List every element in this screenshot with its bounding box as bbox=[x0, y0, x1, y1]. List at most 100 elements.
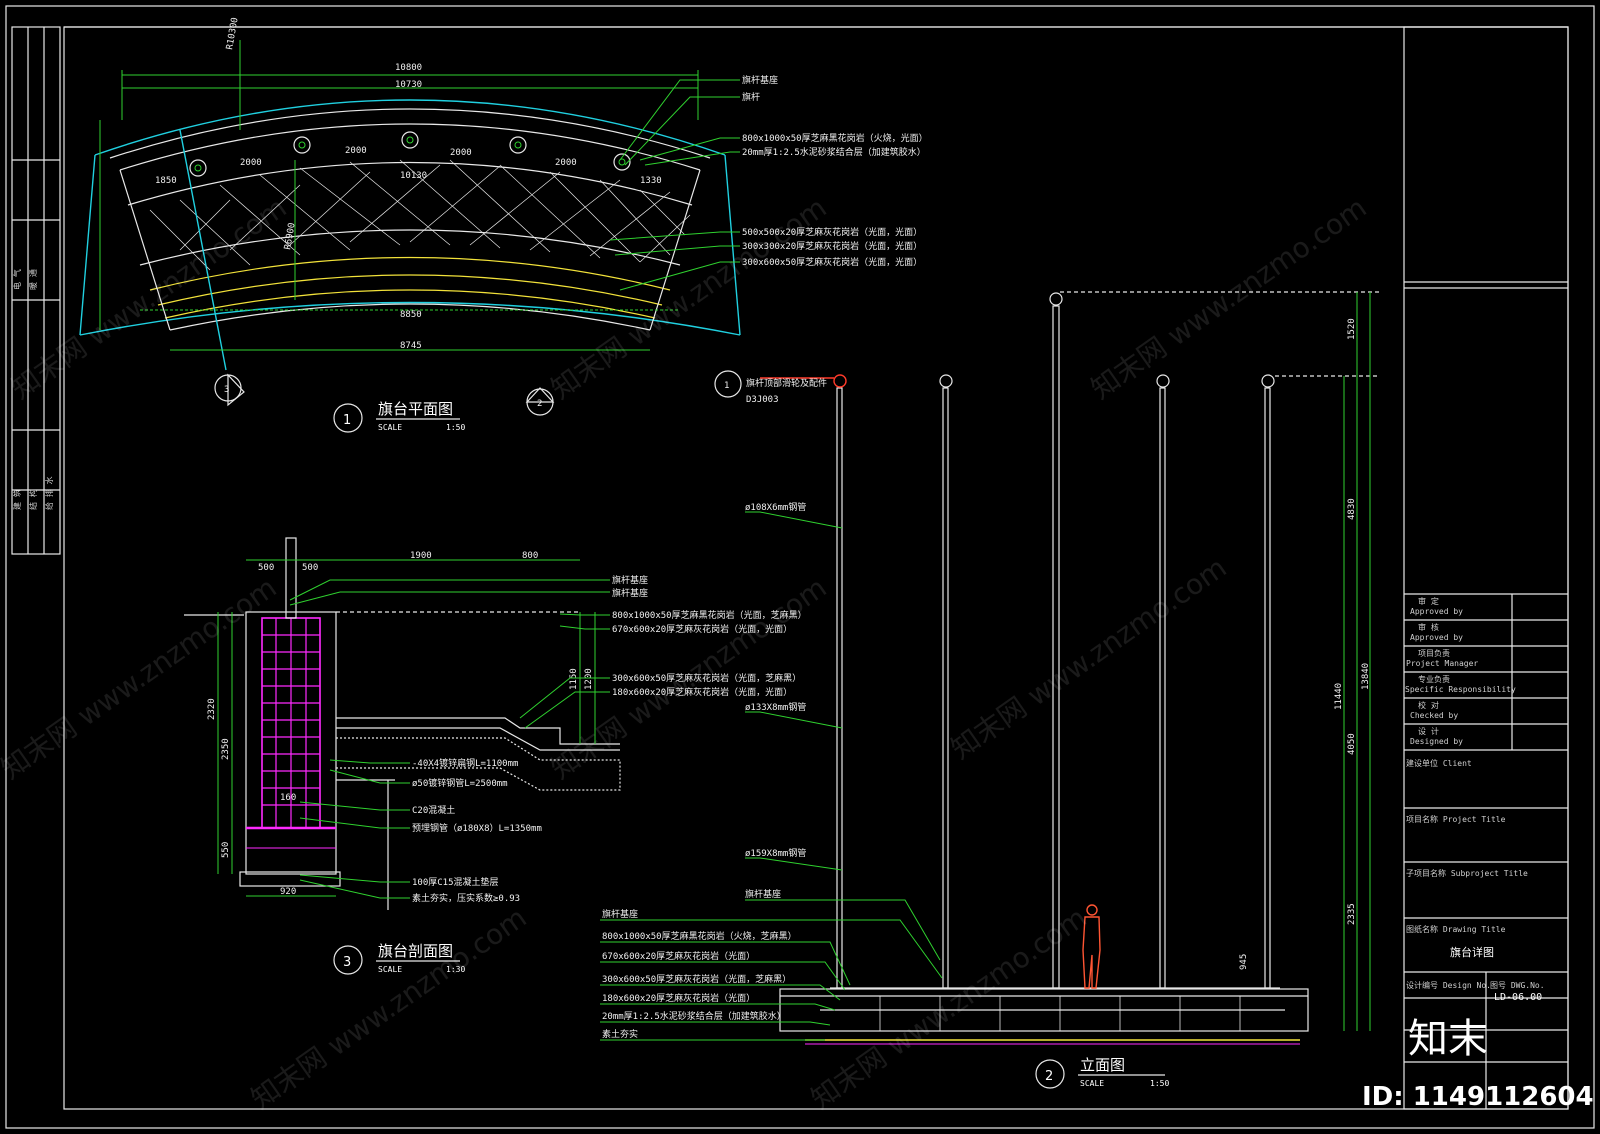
tb-row: Project Manager bbox=[1406, 659, 1478, 668]
callout: 300x600x50厚芝麻灰花岗岩（光面，芝麻黑） bbox=[602, 973, 791, 985]
callout: 100厚C15混凝土垫层 bbox=[412, 876, 499, 888]
left-strip: 建 筑 结 构 给 排 水 电 气 暖 通 bbox=[11, 26, 61, 555]
platform bbox=[779, 988, 1309, 1032]
section-number: 3 bbox=[343, 955, 351, 970]
tb-row: Approved by bbox=[1410, 633, 1463, 642]
dim: 1150 bbox=[569, 668, 579, 690]
tb-row: 项目负责 bbox=[1418, 648, 1450, 658]
pipe-label: ø133X8mm钢管 bbox=[745, 701, 806, 713]
dim: 945 bbox=[1239, 954, 1249, 970]
callout: 300x600x50厚芝麻灰花岗岩（光面，芝麻黑） bbox=[612, 672, 801, 684]
callout: 素土夯实 bbox=[602, 1028, 638, 1040]
left-strip-label: 给 排 水 bbox=[44, 476, 54, 510]
dim: 2320 bbox=[207, 698, 217, 720]
callout: 20mm厚1:2.5水泥砂浆结合层（加建筑胶水） bbox=[602, 1010, 786, 1022]
callout: ø50镀锌钢管L=2500mm bbox=[412, 777, 508, 789]
tb-row: 设 计 bbox=[1418, 726, 1439, 736]
tb-row: 专业负责 bbox=[1418, 674, 1450, 684]
plan-scale-label: SCALE bbox=[378, 423, 402, 432]
callout: 旗杆顶部滑轮及配件 bbox=[746, 377, 827, 389]
callout: 800x1000x50厚芝麻黑花岗岩（火烧，光面） bbox=[742, 132, 928, 144]
watermark-text: 知末网 www.znzmo.com bbox=[545, 191, 832, 406]
dim: 10730 bbox=[395, 80, 422, 90]
outer-border bbox=[5, 5, 1595, 1129]
elevation-view: 1520 4830 11440 13840 4050 2335 945 ø108… bbox=[600, 291, 1380, 1089]
callout: 素土夯实，压实系数≥0.93 bbox=[412, 892, 520, 904]
dim: 8745 bbox=[400, 341, 422, 351]
dim: 2000 bbox=[240, 158, 262, 168]
callout: 预埋钢管（ø180X8）L=1350mm bbox=[412, 822, 542, 834]
section-title: 旗台剖面图 bbox=[378, 942, 453, 960]
watermark-text: 知末网 www.znzmo.com bbox=[245, 901, 532, 1116]
flag-pole bbox=[836, 387, 843, 989]
elevation-scale: 1:50 bbox=[1150, 1079, 1169, 1088]
left-strip-label: 建 筑 bbox=[12, 489, 22, 510]
plan-outer-curb bbox=[94, 99, 726, 156]
callout: 旗杆基座 bbox=[612, 574, 648, 586]
tb-sheet-no-label: 图号 DWG.No. bbox=[1490, 981, 1545, 990]
dim: 160 bbox=[280, 793, 296, 803]
callout: 旗杆基座 bbox=[602, 908, 638, 920]
pipe-label: ø159X8mm钢管 bbox=[745, 847, 806, 859]
dim: 1330 bbox=[640, 176, 662, 186]
tb-row: Designed by bbox=[1410, 737, 1463, 746]
tb-row: Approved by bbox=[1410, 607, 1463, 616]
dim-radius: R6900 bbox=[283, 222, 298, 250]
dim: 500 bbox=[302, 563, 318, 573]
dim: 10130 bbox=[400, 171, 427, 181]
flag-pole-center bbox=[1052, 305, 1060, 989]
tb-row: Checked by bbox=[1410, 711, 1458, 720]
callout: 20mm厚1:2.5水泥砂浆结合层（加建筑胶水） bbox=[742, 146, 926, 158]
callout: 旗杆基座 bbox=[612, 587, 648, 599]
dim: 11440 bbox=[1334, 683, 1344, 710]
callout: 旗杆基座 bbox=[742, 74, 778, 86]
tb-row: Specific Responsibility bbox=[1405, 685, 1516, 694]
dim: 10800 bbox=[395, 63, 422, 73]
section-cut-line bbox=[179, 129, 227, 371]
svg-text:3: 3 bbox=[224, 385, 229, 395]
plan-number: 1 bbox=[343, 413, 351, 428]
tb-drawing-name: 旗台详图 bbox=[1450, 945, 1494, 959]
tb-design-no: 设计编号 Design No. bbox=[1406, 980, 1491, 990]
section-footing bbox=[245, 611, 337, 875]
tb-drawing-title: 图纸名称 Drawing Title bbox=[1406, 924, 1506, 934]
plan-title: 旗台平面图 bbox=[378, 400, 453, 418]
dim: 2350 bbox=[221, 738, 231, 760]
watermark-text: 知末网 www.znzmo.com bbox=[0, 571, 282, 786]
callout: 670x600x20厚芝麻灰花岗岩（光面，光面） bbox=[612, 623, 792, 635]
detail-ref: D3J003 bbox=[746, 395, 779, 405]
svg-text:1: 1 bbox=[724, 381, 729, 391]
flag-pole bbox=[1159, 387, 1166, 989]
dim: 2000 bbox=[345, 146, 367, 156]
callout: C20混凝土 bbox=[412, 804, 455, 816]
dim: 2335 bbox=[1347, 903, 1357, 925]
dim: 2000 bbox=[555, 158, 577, 168]
scale-figure bbox=[1082, 904, 1101, 989]
dim-radius: R10300 bbox=[225, 17, 240, 51]
callout: 800x1000x50厚芝麻黑花岗岩（光面，芝麻黑） bbox=[612, 609, 807, 621]
section-scale: 1:30 bbox=[446, 965, 465, 974]
section-scale-label: SCALE bbox=[378, 965, 402, 974]
flag-pole bbox=[942, 387, 949, 989]
title-block: 审 定 Approved by 审 核 Approved by 项目负责 Pro… bbox=[1403, 26, 1569, 1110]
callout: 800x1000x50厚芝麻黑花岗岩（火烧，芝麻黑） bbox=[602, 930, 797, 942]
section-view: 500 500 1900 800 2320 2350 550 920 1150 … bbox=[184, 537, 807, 975]
callout: 670x600x20厚芝麻灰花岗岩（光面） bbox=[602, 950, 755, 962]
dim: 1200 bbox=[584, 668, 594, 690]
dim: 2000 bbox=[450, 148, 472, 158]
plan-view: 10800 10730 10130 8850 8745 2000 2000 20… bbox=[79, 17, 928, 433]
watermark-id: ID: 1149112604 bbox=[1362, 1082, 1594, 1112]
elevation-title: 立面图 bbox=[1080, 1056, 1125, 1074]
elevation-scale-label: SCALE bbox=[1080, 1079, 1104, 1088]
callout: 旗杆基座 bbox=[745, 888, 781, 900]
left-strip-label: 结 构 bbox=[28, 489, 38, 510]
tb-row: 校 对 bbox=[1418, 700, 1439, 710]
tb-row: 审 定 bbox=[1418, 596, 1439, 606]
callout: -40X4镀锌扁钢L=1100mm bbox=[412, 757, 518, 769]
callout: 旗杆 bbox=[742, 91, 760, 103]
dim: 13840 bbox=[1361, 663, 1371, 690]
dim: 1520 bbox=[1347, 318, 1357, 340]
dim: 550 bbox=[221, 842, 231, 858]
tb-subproject: 子项目名称 Subproject Title bbox=[1406, 868, 1528, 878]
